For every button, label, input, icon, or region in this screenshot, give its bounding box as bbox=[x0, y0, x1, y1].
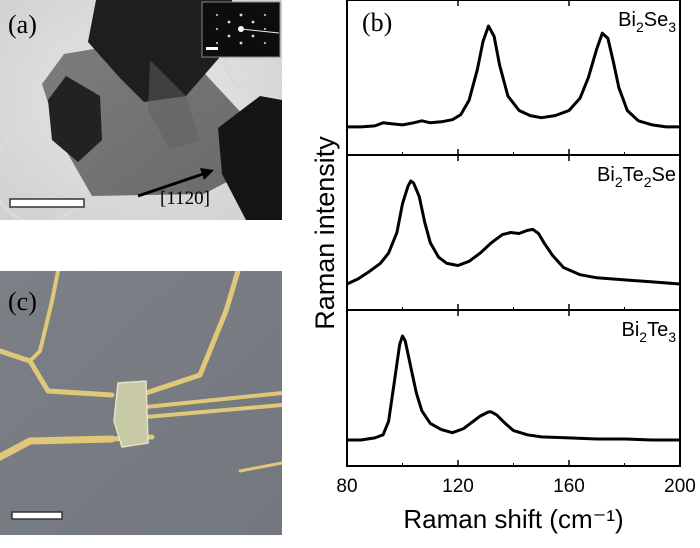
panel-c-optical-image: (c) bbox=[0, 271, 282, 535]
saed-inset bbox=[201, 1, 281, 58]
device-flake bbox=[113, 380, 149, 448]
series-label-1: Bi2Te2Se bbox=[597, 164, 676, 190]
top-flake bbox=[88, 0, 232, 102]
direction-label: [1120] bbox=[160, 188, 210, 209]
direction-arrow bbox=[137, 168, 214, 198]
gold-electrodes bbox=[0, 271, 282, 473]
device-image bbox=[0, 271, 282, 535]
series-line-0 bbox=[347, 24, 680, 129]
left-flake bbox=[48, 76, 102, 162]
x-tick-label: 160 bbox=[553, 476, 585, 497]
x-tick-label: 200 bbox=[664, 476, 696, 497]
right-flake bbox=[218, 96, 282, 220]
x-axis-label: Raman shift (cm⁻¹) bbox=[403, 504, 623, 534]
panel-label-a: (a) bbox=[8, 10, 37, 39]
tem-image bbox=[0, 0, 282, 220]
panel-a-tem-image: (a) [1120] bbox=[0, 0, 282, 220]
series-line-2 bbox=[347, 334, 680, 442]
scale-bar-a bbox=[9, 198, 85, 208]
series-line-1 bbox=[346, 179, 681, 286]
panel-label-c: (c) bbox=[8, 287, 37, 316]
scale-bar-c bbox=[11, 511, 63, 520]
series-label-2: Bi2Te3 bbox=[621, 319, 676, 345]
x-tick-label: 80 bbox=[336, 476, 357, 497]
y-axis-label: Raman intensity bbox=[310, 136, 340, 330]
panel-label-b: (b) bbox=[362, 8, 393, 37]
inset-scale-bar bbox=[206, 47, 218, 50]
series-label-0: Bi2Se3 bbox=[618, 9, 676, 35]
x-tick-label: 120 bbox=[442, 476, 474, 497]
